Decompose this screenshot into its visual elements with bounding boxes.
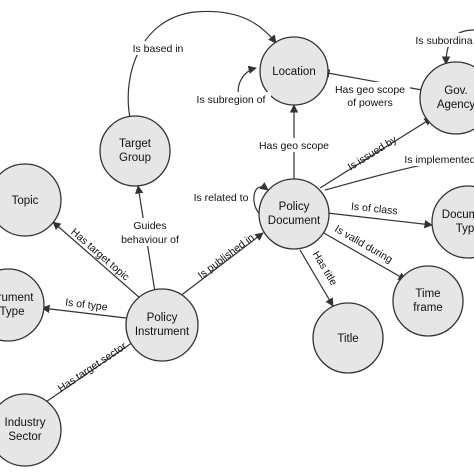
edge-is-of-type: [41, 304, 127, 319]
node-labels: Location Gov. Agency Target Group Topic …: [0, 66, 474, 443]
edge-label-is-of-class: Is of class: [350, 201, 398, 218]
node-label-document-type-line1: Docum: [442, 209, 474, 221]
edge-is-based-in: [127, 10, 277, 119]
node-location: [259, 36, 329, 106]
node-label-time-frame-line2: frame: [413, 302, 442, 314]
node-label-policy-document-line2: Document: [268, 215, 321, 227]
node-target-group: [99, 115, 171, 187]
edge-label-is-valid-during: Is valid during: [332, 223, 394, 266]
node-label-title: Title: [337, 333, 358, 345]
node-document-type: [431, 185, 474, 259]
node-label-instrument-type-line2: Type: [0, 306, 24, 318]
edge-label-has-target-sector: Has target sector: [56, 340, 129, 395]
node-title: [312, 302, 384, 374]
edge-label-is-related-to: Is related to: [194, 192, 249, 204]
node-label-policy-instrument-line1: Policy: [147, 312, 178, 324]
node-label-gov-agency-line2: Agency: [437, 99, 474, 111]
node-label-location: Location: [272, 66, 315, 78]
node-label-target-group-line2: Group: [119, 152, 151, 164]
node-label-instrument-type-line1: trument: [0, 292, 34, 304]
node-label-topic: Topic: [12, 195, 39, 207]
edge-is-related-to: [253, 182, 269, 215]
node-label-time-frame-line1: Time: [415, 288, 440, 300]
node-label-industry-sector-line1: Industry: [5, 417, 46, 429]
edge-label-guides-behaviour-of-line2: behaviour of: [121, 234, 179, 246]
node-gov-agency: [419, 61, 474, 135]
node-label-gov-agency-line1: Gov.: [444, 85, 467, 97]
edge-has-target-sector: [39, 339, 137, 407]
edge-is-published-in: [174, 232, 264, 301]
edge-is-of-class: [326, 212, 433, 229]
edge-label-is-implemented: Is implemented: [404, 154, 474, 166]
nodes: [0, 36, 474, 467]
edge-label-guides-behaviour-of-line1: Guides: [133, 220, 166, 232]
node-label-document-type-line2: Typ: [456, 223, 474, 235]
edge-label-has-geo-scope-of-powers-line2: of powers: [347, 97, 393, 109]
edge-label-is-subregion-of: Is subregion of: [197, 94, 266, 106]
edge-label-has-geo-scope: Has geo scope: [259, 140, 329, 152]
edge-label-has-title: Has title: [310, 249, 340, 288]
edge-has-target-topic: [52, 221, 141, 299]
edge-label-is-subordinate: Is subordina: [415, 35, 472, 47]
node-label-policy-instrument-line2: Instrument: [135, 326, 190, 338]
node-topic: [0, 163, 62, 237]
edge-is-issued-by: [319, 117, 433, 189]
edge-has-title: [299, 249, 334, 307]
edge-label-is-issued-by: Is issued by: [346, 133, 400, 173]
node-label-policy-document-line1: Policy: [279, 201, 310, 213]
edge-label-is-published-in: Is published in: [196, 232, 257, 282]
node-time-frame: [392, 265, 464, 337]
node-label-target-group-line1: Target: [119, 138, 152, 150]
node-policy-instrument: [125, 288, 199, 362]
edges: [39, 10, 474, 407]
node-industry-sector: [0, 393, 62, 467]
node-instrument-type: [0, 268, 45, 342]
node-policy-document: [258, 178, 330, 250]
edge-label-is-of-type: Is of type: [64, 296, 108, 313]
edge-label-has-geo-scope-of-powers-line1: Has geo scope: [335, 84, 405, 96]
edge-label-is-based-in: Is based in: [133, 43, 184, 55]
edge-is-valid-during: [321, 231, 407, 281]
node-label-industry-sector-line2: Sector: [8, 431, 41, 443]
